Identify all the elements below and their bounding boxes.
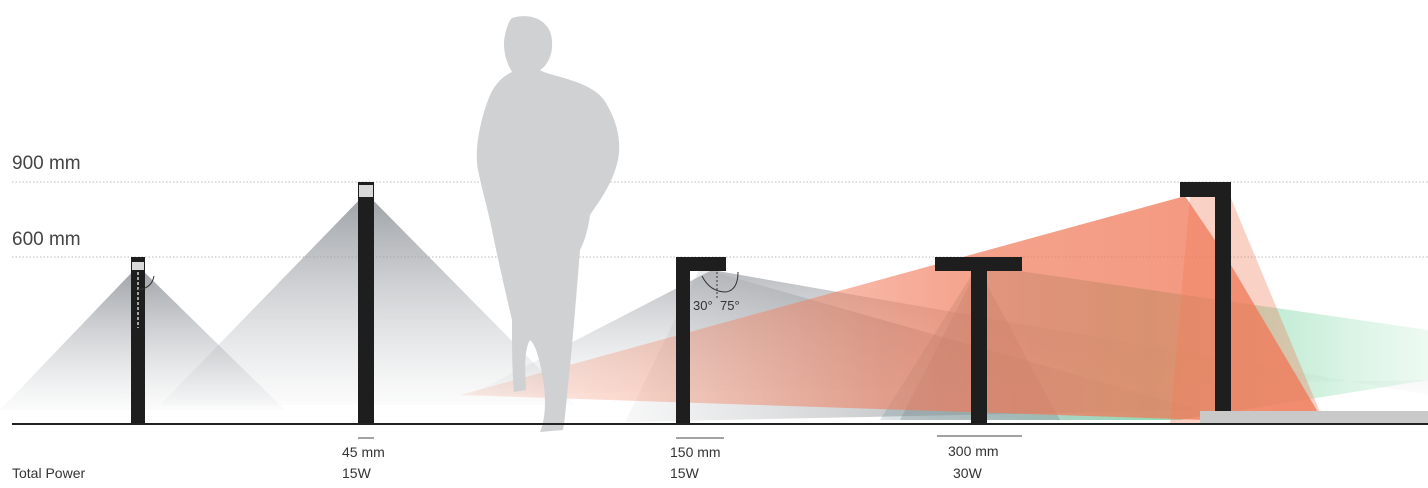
bollard-1-angle-arc [137,275,155,291]
bollard-3-arm [676,257,726,271]
bollard-4-head [935,257,1022,271]
power-label-3: 15W [670,465,699,481]
bollard-5-pole [1215,182,1231,424]
bollard-4-pole [971,257,987,424]
bollard-5-arm [1180,182,1231,197]
ground-shadow [1200,411,1428,424]
height-label-600: 600 mm [12,229,81,250]
bollard-2-pole [358,182,374,424]
angle-label-30: 30° [693,298,713,313]
bollard-1-lens [132,262,144,270]
light-cone-5-core [1170,196,1325,424]
bollard-2-lens [359,185,373,197]
width-label-150: 150 mm [670,444,721,460]
power-label-4: 30W [953,465,982,481]
height-label-900: 900 mm [12,153,81,174]
width-label-45: 45 mm [342,444,385,460]
bollard-3-pole [676,257,690,424]
total-power-label: Total Power [12,465,86,481]
power-label-2: 15W [342,465,371,481]
human-silhouette [476,16,620,432]
bollard-3-angle-arc [701,271,739,293]
width-label-300: 300 mm [948,443,999,459]
angle-label-75: 75° [720,298,740,313]
bollard-1-pole [131,257,145,424]
